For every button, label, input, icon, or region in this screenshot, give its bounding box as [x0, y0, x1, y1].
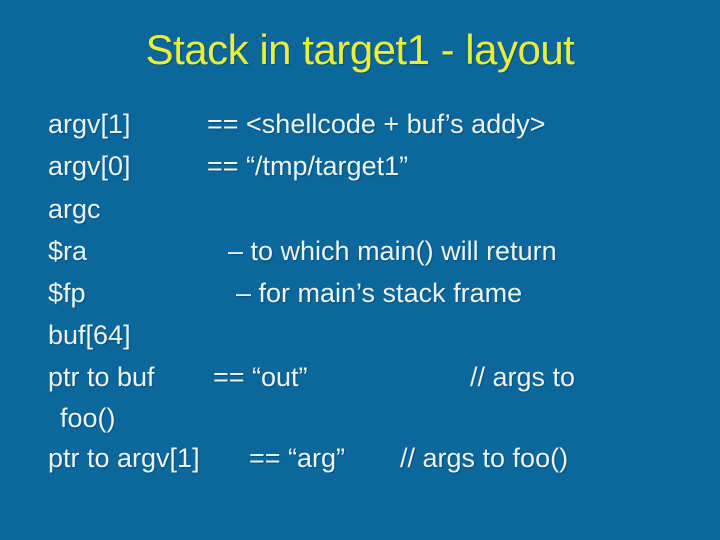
stack-line-ptr-to-argv1: ptr to argv[1] == “arg” // args to foo() — [48, 443, 708, 483]
stack-line-argv1: argv[1] == <shellcode + buf’s addy> — [48, 109, 708, 149]
stack-value: == “out” — [213, 362, 308, 392]
stack-value: == <shellcode + buf’s addy> — [207, 109, 546, 139]
stack-label: $ra — [48, 236, 88, 266]
stack-line-argc: argc — [48, 194, 708, 234]
stack-label: ptr to argv[1] — [48, 443, 200, 473]
stack-label: argv[1] — [48, 109, 131, 139]
stack-label: buf[64] — [48, 320, 131, 350]
stack-label: foo() — [60, 403, 116, 433]
stack-value: – to which main() will return — [228, 236, 557, 266]
stack-line-argv0: argv[0] == “/tmp/target1” — [48, 151, 708, 191]
stack-label: argc — [48, 194, 101, 224]
stack-line-buf64: buf[64] — [48, 320, 708, 360]
stack-comment: // args to foo() — [400, 443, 569, 473]
stack-value: – for main’s stack frame — [236, 278, 523, 308]
stack-value: == “arg” — [249, 443, 346, 473]
stack-line-fp: $fp – for main’s stack frame — [48, 278, 708, 318]
stack-label: $fp — [48, 278, 86, 308]
stack-line-ptr-to-buf: ptr to buf == “out” // args to — [48, 362, 708, 402]
stack-value: == “/tmp/target1” — [207, 151, 409, 181]
stack-line-foo: foo() — [48, 403, 708, 443]
stack-line-ra: $ra – to which main() will return — [48, 236, 708, 276]
stack-label: argv[0] — [48, 151, 131, 181]
slide-title: Stack in target1 - layout — [145, 26, 575, 73]
stack-comment: // args to — [470, 362, 576, 392]
stack-label: ptr to buf — [48, 362, 155, 392]
